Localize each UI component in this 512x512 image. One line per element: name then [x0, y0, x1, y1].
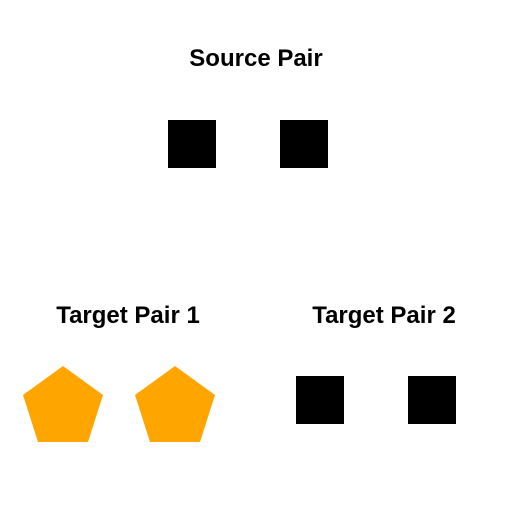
source-shape-2: [280, 120, 328, 168]
source-shape-1: [168, 120, 216, 168]
pentagon-shape: [135, 366, 215, 442]
target-pair-2-title: Target Pair 2: [312, 302, 456, 329]
target1-shape-2: [135, 366, 215, 442]
target1-shape-1: [23, 366, 103, 442]
pentagon-shape: [23, 366, 103, 442]
source-pair-title: Source Pair: [189, 45, 323, 72]
target2-shape-1: [296, 376, 344, 424]
target-pair-1-title: Target Pair 1: [56, 302, 200, 329]
target2-shape-2: [408, 376, 456, 424]
